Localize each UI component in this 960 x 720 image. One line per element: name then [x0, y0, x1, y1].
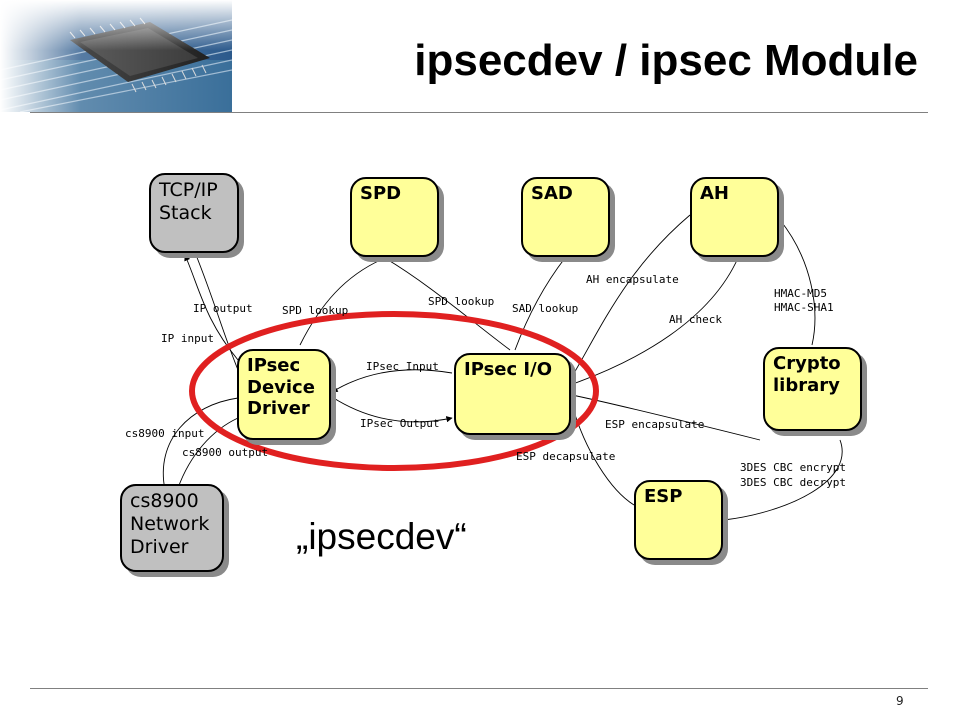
- edge-spd-lookup-right: [384, 257, 511, 351]
- edge-esp-decapsulate: [571, 404, 635, 506]
- edge-3des: [723, 439, 843, 521]
- edge-label-hmac-sha1: HMAC-SHA1: [774, 301, 834, 314]
- edge-label-hmac-md5: HMAC-MD5: [774, 287, 827, 300]
- node-line: SAD: [531, 183, 573, 204]
- edge-label-ip-output: IP output: [193, 302, 253, 315]
- edge-ipsec-output: [331, 396, 453, 423]
- node-line: library: [773, 374, 840, 396]
- node-line: AH: [700, 183, 729, 204]
- node-line: SPD: [360, 183, 402, 204]
- edge-label-3des-encrypt: 3DES CBC encrypt: [740, 461, 846, 474]
- edge-cs8900-input: [177, 417, 239, 489]
- node-tcpip-stack: TCP/IP Stack: [149, 173, 239, 253]
- node-line: ESP: [644, 486, 683, 507]
- edge-label-ah-encapsulate: AH encapsulate: [586, 273, 679, 286]
- node-line: Driver: [247, 398, 310, 420]
- edge-ipsec-input: [331, 369, 453, 393]
- node-esp: ESP: [634, 480, 723, 560]
- edge-label-cs8900-output: cs8900 output: [182, 446, 268, 459]
- node-line: cs8900: [130, 490, 199, 512]
- node-line: TCP/IP: [159, 179, 218, 201]
- node-line: Network: [130, 512, 210, 535]
- edge-label-esp-encapsulate: ESP encapsulate: [605, 418, 704, 431]
- page-number: 9: [896, 694, 904, 708]
- edge-cs8900-output: [160, 397, 239, 491]
- node-ipsec-device-driver: IPsec Device Driver: [237, 349, 331, 440]
- title-divider: [30, 112, 928, 113]
- node-cs8900-network-driver: cs8900 Network Driver: [120, 484, 224, 572]
- edge-label-3des-decrypt: 3DES CBC decrypt: [740, 476, 846, 489]
- node-line: IPsec I/O: [464, 359, 553, 380]
- edge-label-ip-input: IP input: [161, 332, 214, 345]
- circuit-chip-icon: [0, 0, 232, 112]
- node-line: Device: [247, 376, 315, 398]
- node-sad: SAD: [521, 177, 610, 257]
- node-crypto-library: Crypto library: [763, 347, 862, 431]
- edge-label-ipsec-output: IPsec Output: [360, 417, 439, 430]
- node-line: Stack: [159, 201, 212, 224]
- node-line: IPsec: [247, 355, 301, 376]
- edge-sad-lookup: [514, 257, 566, 351]
- ipsecdev-highlight-ring: [189, 311, 599, 471]
- edge-hmac: [779, 219, 816, 346]
- edge-ip-input: [195, 254, 239, 371]
- edge-label-sad-lookup: SAD lookup: [512, 302, 578, 315]
- node-line: Crypto: [773, 353, 841, 374]
- node-line: Driver: [130, 535, 189, 558]
- edge-label-spd-lookup-left: SPD lookup: [282, 304, 348, 317]
- edge-spd-lookup-left: [299, 257, 386, 346]
- edge-label-ipsec-input: IPsec Input: [366, 360, 439, 373]
- node-spd: SPD: [350, 177, 439, 257]
- edge-esp-encapsulate: [571, 394, 761, 441]
- ipsecdev-caption: „ipsecdev“: [296, 516, 467, 557]
- edge-label-spd-lookup-right: SPD lookup: [428, 295, 494, 308]
- edge-ah-check: [569, 257, 739, 386]
- edge-label-ah-check: AH check: [669, 313, 722, 326]
- node-ipsec-io: IPsec I/O: [454, 353, 571, 435]
- page-title: ipsecdev / ipsec Module: [414, 36, 918, 85]
- footer-divider: [30, 688, 928, 689]
- edge-label-cs8900-input: cs8900 input: [125, 427, 204, 440]
- node-ah: AH: [690, 177, 779, 257]
- edge-label-esp-decapsulate: ESP decapsulate: [516, 450, 615, 463]
